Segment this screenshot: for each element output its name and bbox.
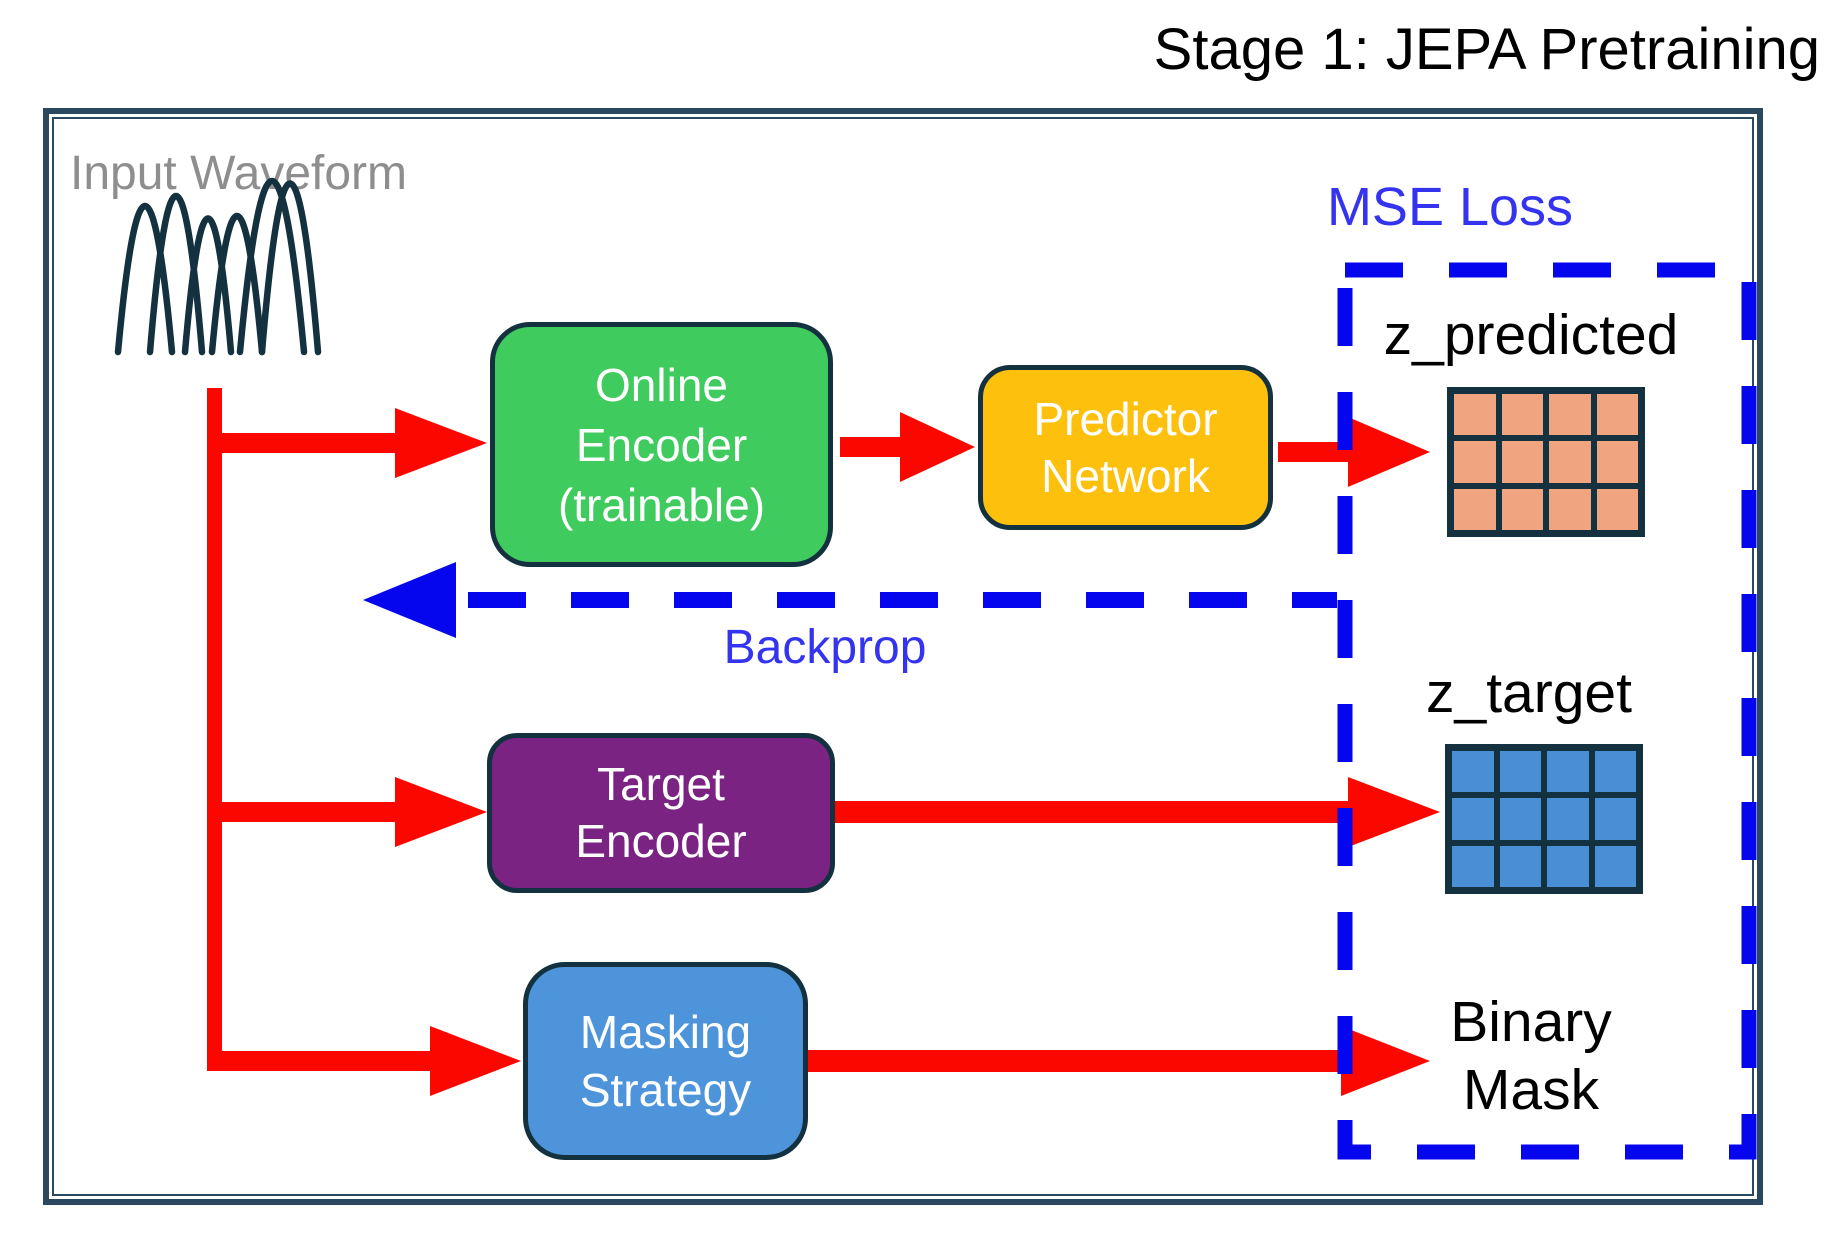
masking-strategy-node: Masking Strategy — [523, 962, 808, 1160]
grid-cell — [1549, 394, 1591, 436]
page-title: Stage 1: JEPA Pretraining — [1153, 17, 1820, 82]
z-target-label: z_target — [1426, 661, 1632, 725]
predictor-label-line2: Network — [1041, 449, 1210, 502]
target-encoder-label-line2: Encoder — [575, 815, 747, 867]
online-encoder-label-line3: (trainable) — [557, 478, 766, 531]
z-predicted-grid — [1447, 387, 1645, 537]
grid-cell — [1596, 488, 1638, 530]
grid-cell — [1594, 798, 1636, 840]
grid-cell — [1454, 488, 1496, 530]
grid-cell — [1452, 751, 1494, 793]
binary-mask-label: Binary Mask — [1331, 988, 1731, 1124]
online-encoder-node: Online Encoder (trainable) — [490, 322, 833, 567]
masking-label-line2: Strategy — [579, 1064, 752, 1116]
grid-cell — [1594, 845, 1636, 887]
target-encoder-node: Target Encoder — [487, 733, 835, 893]
grid-cell — [1452, 798, 1494, 840]
grid-cell — [1501, 488, 1543, 530]
z-predicted-label: z_predicted — [1383, 303, 1679, 367]
grid-cell — [1499, 798, 1541, 840]
predictor-network-node: Predictor Network — [978, 365, 1273, 530]
target-encoder-label-line1: Target — [597, 758, 725, 810]
binary-mask-label-line2: Mask — [1462, 1058, 1600, 1122]
grid-cell — [1596, 394, 1638, 436]
backprop-label: Backprop — [723, 621, 927, 674]
grid-cell — [1501, 394, 1543, 436]
grid-cell — [1549, 441, 1591, 483]
grid-cell — [1454, 441, 1496, 483]
grid-cell — [1547, 845, 1589, 887]
diagram-frame — [43, 108, 1763, 1205]
masking-label-line1: Masking — [579, 1006, 752, 1058]
grid-cell — [1501, 441, 1543, 483]
grid-cell — [1547, 751, 1589, 793]
mse-loss-label: MSE Loss — [1326, 177, 1574, 237]
grid-cell — [1547, 798, 1589, 840]
z-target-grid — [1445, 744, 1643, 894]
grid-cell — [1454, 394, 1496, 436]
grid-cell — [1452, 845, 1494, 887]
grid-cell — [1549, 488, 1591, 530]
predictor-label-line1: Predictor — [1033, 392, 1218, 445]
grid-cell — [1499, 845, 1541, 887]
grid-cell — [1596, 441, 1638, 483]
grid-cell — [1594, 751, 1636, 793]
online-encoder-label-line1: Online — [595, 358, 728, 411]
input-waveform-label: Input Waveform — [70, 147, 408, 200]
online-encoder-label-line2: Encoder — [575, 418, 748, 471]
binary-mask-label-line1: Binary — [1450, 990, 1612, 1054]
grid-cell — [1499, 751, 1541, 793]
